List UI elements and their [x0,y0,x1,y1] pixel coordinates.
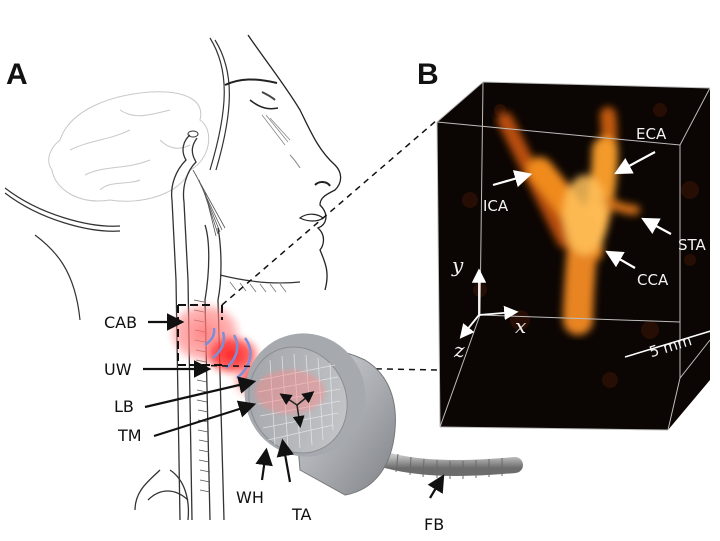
label-ica: ICA [483,197,509,215]
label-ta: TA [292,505,312,524]
label-fb: FB [424,515,445,534]
axis-label-z: z [454,338,465,362]
panel-label-a: A [6,58,28,91]
scale-bar [624,329,715,358]
transducer-axes [279,391,315,428]
label-cca: CCA [637,271,669,289]
label-cab: CAB [104,313,138,332]
label-sta: STA [678,236,706,254]
volume-axes [459,268,519,339]
wearable-transducer-device [244,333,396,496]
zoom-line-top [221,119,438,306]
label-wh: WH [236,488,264,507]
ultrasound-waves [204,327,252,379]
cab-bracket [177,304,225,366]
panel-b-volume [436,81,715,431]
label-uw: UW [104,360,132,379]
panel-label-b: B [417,58,439,91]
flexible-cable [362,447,523,479]
panel-b-arrows [492,151,672,269]
label-lb: LB [114,397,134,416]
label-eca: ECA [636,125,667,143]
axis-label-x: x [515,314,527,338]
label-tm: TM [118,426,142,445]
panel-a-arrows [143,313,445,499]
axis-label-y: y [452,253,464,277]
carotid-vessel-render [497,107,640,335]
